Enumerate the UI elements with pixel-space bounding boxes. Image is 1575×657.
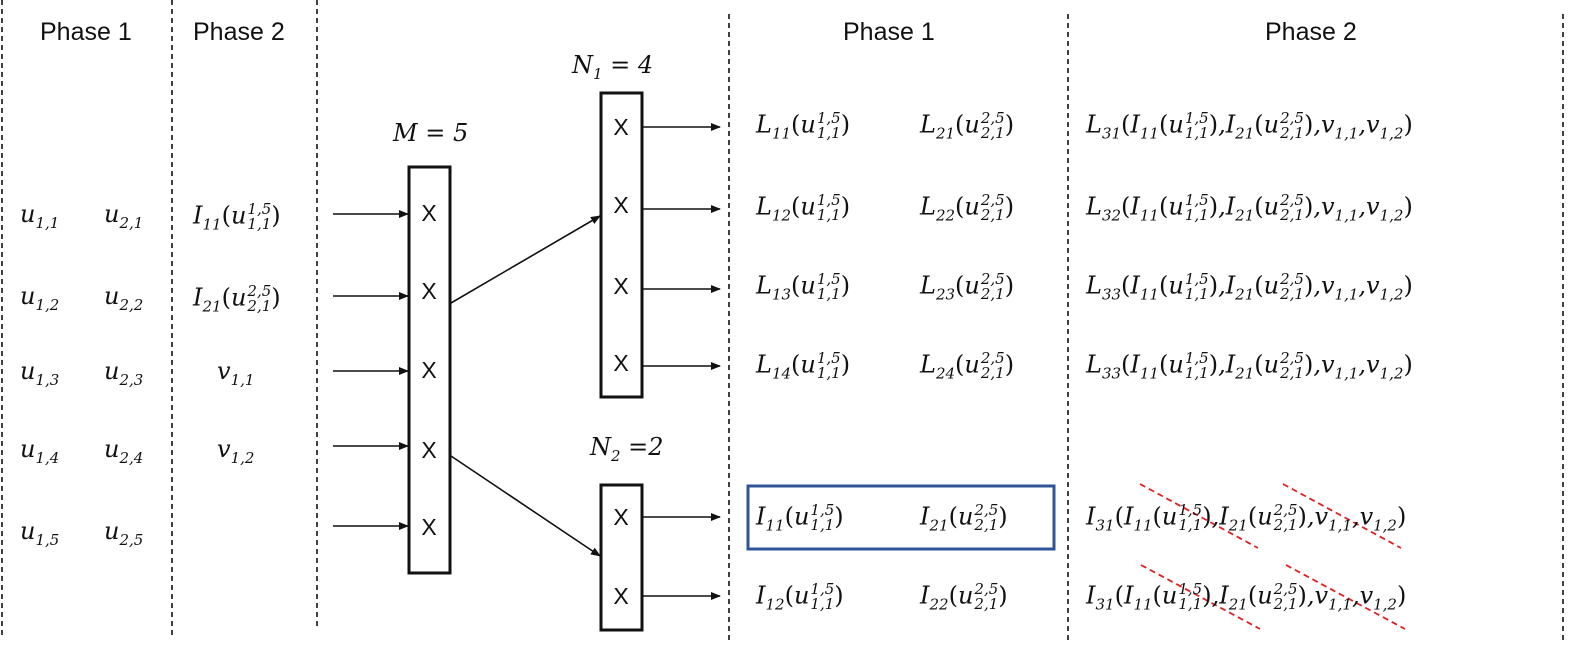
m-node-symbol: X xyxy=(421,514,437,540)
m-node-symbol: X xyxy=(421,357,437,383)
left-phase1-cell: u1,4 xyxy=(20,435,60,467)
left-phase1-header: Phase 1 xyxy=(40,18,132,46)
left-phase2-cell: v1,2 xyxy=(217,435,255,467)
strike-2b xyxy=(1285,564,1406,630)
right-phase1-header: Phase 1 xyxy=(843,18,935,46)
n2-label: N2 =2 xyxy=(590,433,664,465)
left-phase1-cell: u1,1 xyxy=(20,200,60,232)
left-phase1-cell: u2,4 xyxy=(104,435,144,467)
left-phase2-header: Phase 2 xyxy=(193,18,285,46)
right-phase2-header: Phase 2 xyxy=(1265,18,1357,46)
m-node-symbol: X xyxy=(421,200,437,226)
left-phase1-cell: u2,2 xyxy=(104,282,144,314)
strike-1b xyxy=(1282,483,1402,549)
left-phase1-cell: u1,5 xyxy=(20,517,60,549)
n1-node-symbol: X xyxy=(613,273,629,299)
n2-node-box xyxy=(599,483,644,632)
m-node-symbol: X xyxy=(421,278,437,304)
n1-node-symbol: X xyxy=(613,350,629,376)
arrow-m-to-n2 xyxy=(450,455,601,557)
left-phase2-cell: v1,1 xyxy=(217,357,255,389)
n1-label: N1 = 4 xyxy=(572,51,654,83)
n1-node-symbol: X xyxy=(613,192,629,218)
n2-node-symbol: X xyxy=(613,583,629,609)
highlight-box xyxy=(746,484,1056,551)
n2-node-symbol: X xyxy=(613,504,629,530)
left-phase1-cell: u2,3 xyxy=(104,357,144,389)
strike-1a xyxy=(1139,483,1259,549)
left-phase1-cell: u1,3 xyxy=(20,357,60,389)
left-phase1-cell: u2,5 xyxy=(104,517,144,549)
strike-2a xyxy=(1140,564,1261,630)
n1-node-symbol: X xyxy=(613,114,629,140)
m-node-symbol: X xyxy=(421,437,437,463)
arrow-m-to-n1 xyxy=(450,215,601,304)
left-phase1-cell: u2,1 xyxy=(104,200,144,232)
left-phase1-cell: u1,2 xyxy=(20,282,60,314)
n1-node-box xyxy=(599,91,644,399)
m-label: M = 5 xyxy=(393,119,469,147)
m-node-box xyxy=(407,165,452,575)
